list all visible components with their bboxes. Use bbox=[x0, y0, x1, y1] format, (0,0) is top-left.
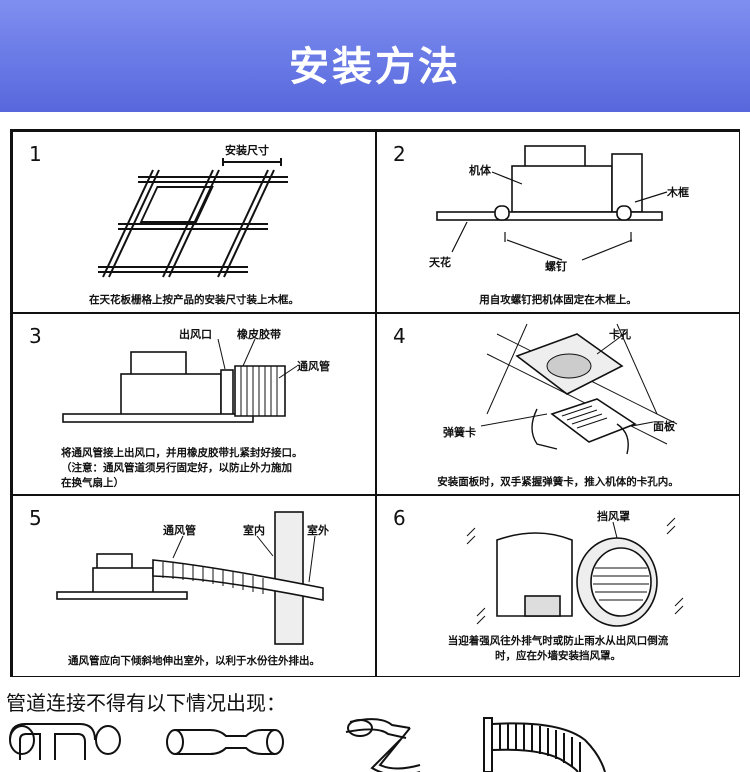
label-duct: 通风管 bbox=[297, 360, 330, 373]
step-number: 2 bbox=[393, 142, 406, 166]
step-2-panel: 2 机体 木框 天花 螺钉 用自攻螺钉把机体固定在木框上。 bbox=[376, 131, 740, 313]
label-spring-clip: 弹簧卡 bbox=[443, 426, 476, 439]
step-1-panel: 1 安装尺寸 在天花板栅格上按产品的安装尺寸装上木框。 bbox=[12, 131, 376, 313]
panel-install-illustration bbox=[480, 323, 678, 455]
step-5-caption: 通风管应向下倾斜地伸出室外，以利于水份往外排出。 bbox=[68, 655, 320, 667]
step-number: 6 bbox=[393, 506, 406, 530]
label-outdoor: 室外 bbox=[307, 524, 329, 537]
page-title: 安装方法 bbox=[289, 44, 461, 90]
step-number: 1 bbox=[29, 142, 42, 166]
label-outlet: 出风口 bbox=[179, 328, 212, 341]
label-panel: 面板 bbox=[653, 420, 675, 433]
duct-slope-illustration bbox=[56, 511, 324, 645]
step-4-panel: 4 卡孔 弹簧卡 面板 安装面板时，双手紧握弹簧卡，推入机体的卡孔内。 bbox=[376, 313, 740, 495]
footer-title: 管道连接不得有以下情况出现： bbox=[6, 691, 286, 715]
mounting-illustration bbox=[436, 145, 668, 261]
step-number: 3 bbox=[29, 324, 42, 348]
label-frame: 木框 bbox=[667, 186, 689, 199]
header-banner: 安装方法 bbox=[0, 0, 750, 112]
duct-connection-illustration bbox=[62, 338, 298, 423]
label-duct: 通风管 bbox=[163, 524, 196, 537]
step-4-caption: 安装面板时，双手紧握弹簧卡，推入机体的卡孔内。 bbox=[437, 476, 679, 488]
label-tape: 橡皮胶带 bbox=[237, 328, 281, 341]
label-hole: 卡孔 bbox=[609, 328, 631, 341]
step-number: 5 bbox=[29, 506, 42, 530]
label-ceiling: 天花 bbox=[429, 256, 451, 269]
step-6-panel: 6 挡风罩 当迎着强风往外排气时或防止雨水从出风口倒流 时，应在外墙安装挡风罩。 bbox=[376, 495, 740, 677]
label-indoor: 室内 bbox=[243, 524, 265, 537]
bad-connection-illustrations bbox=[9, 717, 606, 772]
wind-hood-illustration bbox=[466, 517, 684, 627]
step-2-caption: 用自攻螺钉把机体固定在木框上。 bbox=[479, 294, 637, 306]
step-3-panel: 3 出风口 橡皮胶带 通风管 将通风管接上出风口，并用橡皮胶带扎紧封好接口。 （… bbox=[12, 313, 376, 495]
step-5-panel: 5 通风管 室内 室外 通风管应向下倾斜地伸出室外，以利于水份往外排出。 bbox=[12, 495, 376, 677]
step-1-caption: 在天花板栅格上按产品的安装尺寸装上木框。 bbox=[89, 294, 299, 306]
label-wind-hood: 挡风罩 bbox=[597, 510, 630, 523]
label-install-size: 安装尺寸 bbox=[225, 144, 269, 157]
label-body: 机体 bbox=[469, 164, 491, 177]
label-screw: 螺钉 bbox=[545, 260, 567, 273]
step-3-caption: 将通风管接上出风口，并用橡皮胶带扎紧封好接口。 （注意：通风管道须另行固定好，以… bbox=[61, 447, 303, 489]
ceiling-grid-illustration bbox=[98, 158, 288, 278]
step-6-caption: 当迎着强风往外排气时或防止雨水从出风口倒流 时，应在外墙安装挡风罩。 bbox=[447, 635, 669, 662]
step-number: 4 bbox=[393, 324, 406, 348]
instruction-grid: 1 安装尺寸 在天花板栅格上按产品的安装尺寸装上木框。 bbox=[10, 129, 740, 677]
